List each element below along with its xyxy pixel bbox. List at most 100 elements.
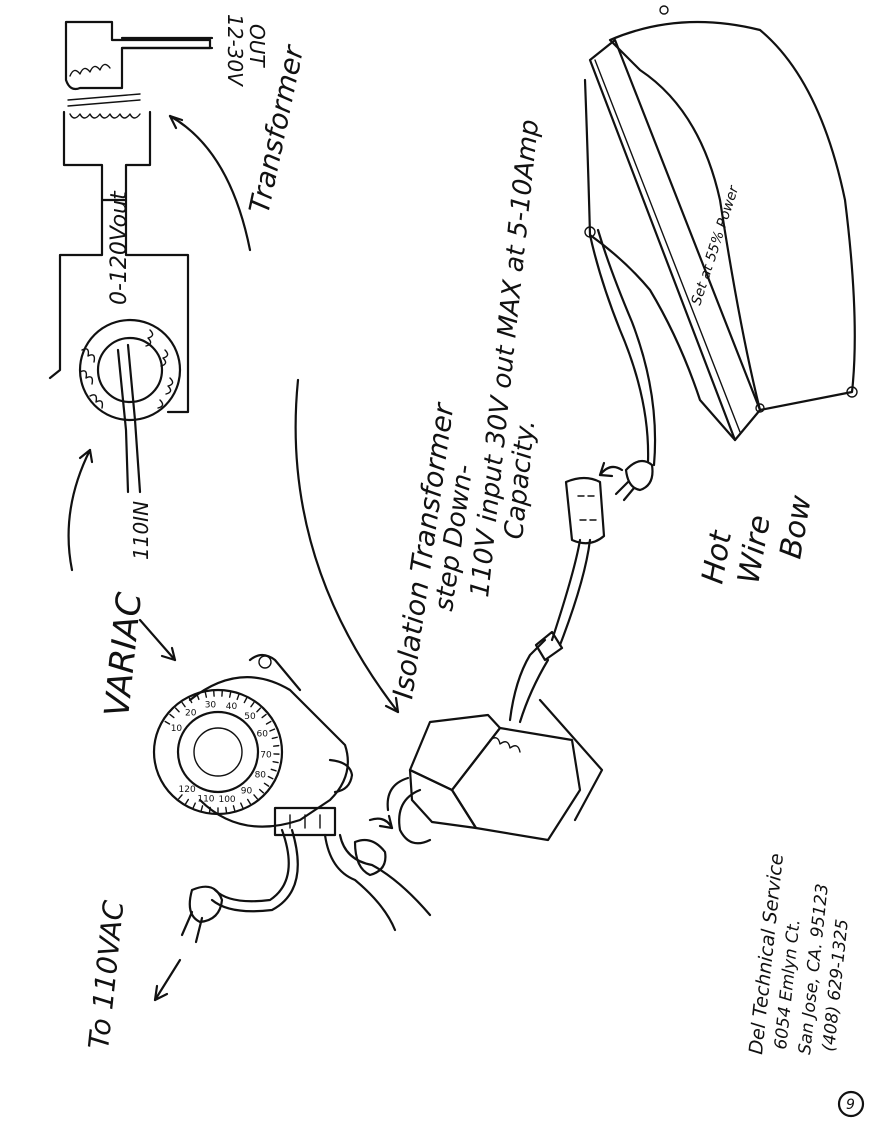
- dial-tick: [232, 805, 236, 812]
- dial-tick: [250, 701, 255, 708]
- dial-tick: [228, 691, 232, 698]
- dial-number: 90: [241, 787, 253, 797]
- connecting-neck: [48, 198, 190, 414]
- iso-side-face: [450, 726, 582, 842]
- strain-relief: [534, 630, 564, 662]
- iso-winding-loops: [489, 737, 521, 753]
- receptacle-slots: [577, 495, 597, 521]
- wiper-lead: [126, 343, 142, 494]
- bow-top-bolt: [659, 5, 669, 15]
- output-voltage-line1: 12-30V: [223, 14, 247, 87]
- bow-wire-clip-top: [584, 226, 596, 238]
- variac-side-tab: [328, 758, 354, 794]
- link-arrowhead: [378, 814, 394, 830]
- page-number-circle: [837, 1090, 865, 1118]
- input-cord-second: [210, 828, 299, 913]
- dial-number: 20: [185, 708, 197, 718]
- dial-tick: [181, 701, 186, 708]
- bow-corner-bolt: [846, 386, 858, 398]
- iso-front-face: [408, 768, 478, 830]
- schematic-transformer: [48, 20, 252, 572]
- iso-output-lead: [508, 638, 547, 722]
- input-110-label: 110IN: [129, 501, 153, 560]
- primary-winding-outline: [62, 110, 152, 202]
- variac-dial-ring: [152, 688, 284, 816]
- input-lead: [116, 348, 130, 494]
- bow-cord-b: [596, 228, 657, 467]
- dial-number: 100: [218, 795, 235, 805]
- dial-tick: [256, 707, 262, 713]
- output-coil-loops: [69, 63, 111, 77]
- dial-number: 120: [179, 785, 196, 795]
- dial-tick: [263, 782, 270, 787]
- toroid-inner: [96, 336, 164, 404]
- bow-back-panel: [608, 20, 856, 412]
- isolation-label-arrowhead: [384, 696, 400, 714]
- iso-top-face: [408, 713, 502, 792]
- dial-tick: [272, 761, 279, 764]
- dial-tick: [258, 788, 265, 794]
- dial-tick: [236, 693, 240, 701]
- dial-tick: [178, 794, 183, 800]
- dial-tick: [261, 713, 267, 719]
- bow-label-line2: Wire: [731, 513, 777, 587]
- toroid-windings: [79, 329, 174, 409]
- dial-number: 50: [244, 712, 256, 722]
- variac-mount-hole: [258, 655, 272, 669]
- transformer-arrow: [168, 114, 252, 252]
- dial-tick: [267, 775, 274, 780]
- dial-tick: [243, 697, 248, 704]
- bow-bottom-bolt: [755, 403, 765, 413]
- dial-tick: [164, 720, 171, 725]
- hot-wire-bow: [583, 5, 858, 442]
- toroid-outer: [78, 318, 182, 422]
- dial-ticks: [164, 690, 280, 814]
- dial-tick: [169, 713, 175, 719]
- variac-to-isolation-cord: [323, 814, 432, 932]
- variac-terminal-block: [273, 806, 337, 837]
- bow-plug-prongs: [614, 480, 636, 502]
- page-number: 9: [846, 1097, 855, 1113]
- output-voltage-line2: OUT: [245, 24, 269, 68]
- transformer-arrowhead: [168, 114, 184, 130]
- bow-plug: [624, 459, 654, 492]
- dial-number: 80: [255, 771, 267, 781]
- iso-back-plate: [538, 698, 604, 822]
- to-110vac-label: To 110VAC: [82, 899, 130, 1051]
- dial-tick: [270, 768, 277, 772]
- dial-tick: [200, 805, 204, 812]
- link-cord-a: [323, 833, 397, 932]
- transformer-core-lines: [67, 93, 141, 107]
- dial-number: 30: [205, 701, 217, 711]
- input-power-cord: [153, 828, 299, 1002]
- receptacle-cord: [550, 538, 582, 642]
- dial-tick: [240, 802, 244, 809]
- iso-input-lead: [398, 788, 432, 845]
- to-110vac-arrowhead: [153, 984, 169, 1002]
- dial-number: 10: [171, 724, 183, 734]
- bow-hot-wire: [583, 78, 737, 442]
- dial-tick: [208, 806, 211, 814]
- iso-output-lead-b: [518, 658, 550, 724]
- link-plug: [353, 838, 387, 877]
- dial-tick: [204, 691, 208, 698]
- variac-knob-center: [193, 727, 243, 777]
- variac-body: [188, 676, 349, 828]
- output-voltage-label: 12-30V OUT: [223, 14, 269, 87]
- input-cord: [213, 828, 290, 903]
- dial-tick: [188, 697, 193, 704]
- bow-bar-edge: [594, 59, 741, 433]
- isolation-transformer: [294, 378, 604, 845]
- to-110vac-arrow: [153, 958, 182, 1002]
- variac-symbol-arrow: [67, 448, 92, 572]
- variac-knob: [176, 710, 260, 794]
- dial-tick: [265, 720, 272, 725]
- dial-tick: [192, 802, 196, 809]
- input-plug-prongs: [180, 910, 204, 944]
- output-receptacle: [564, 228, 657, 545]
- variac-symbol-arrowhead: [78, 448, 94, 464]
- dial-tick: [184, 798, 190, 805]
